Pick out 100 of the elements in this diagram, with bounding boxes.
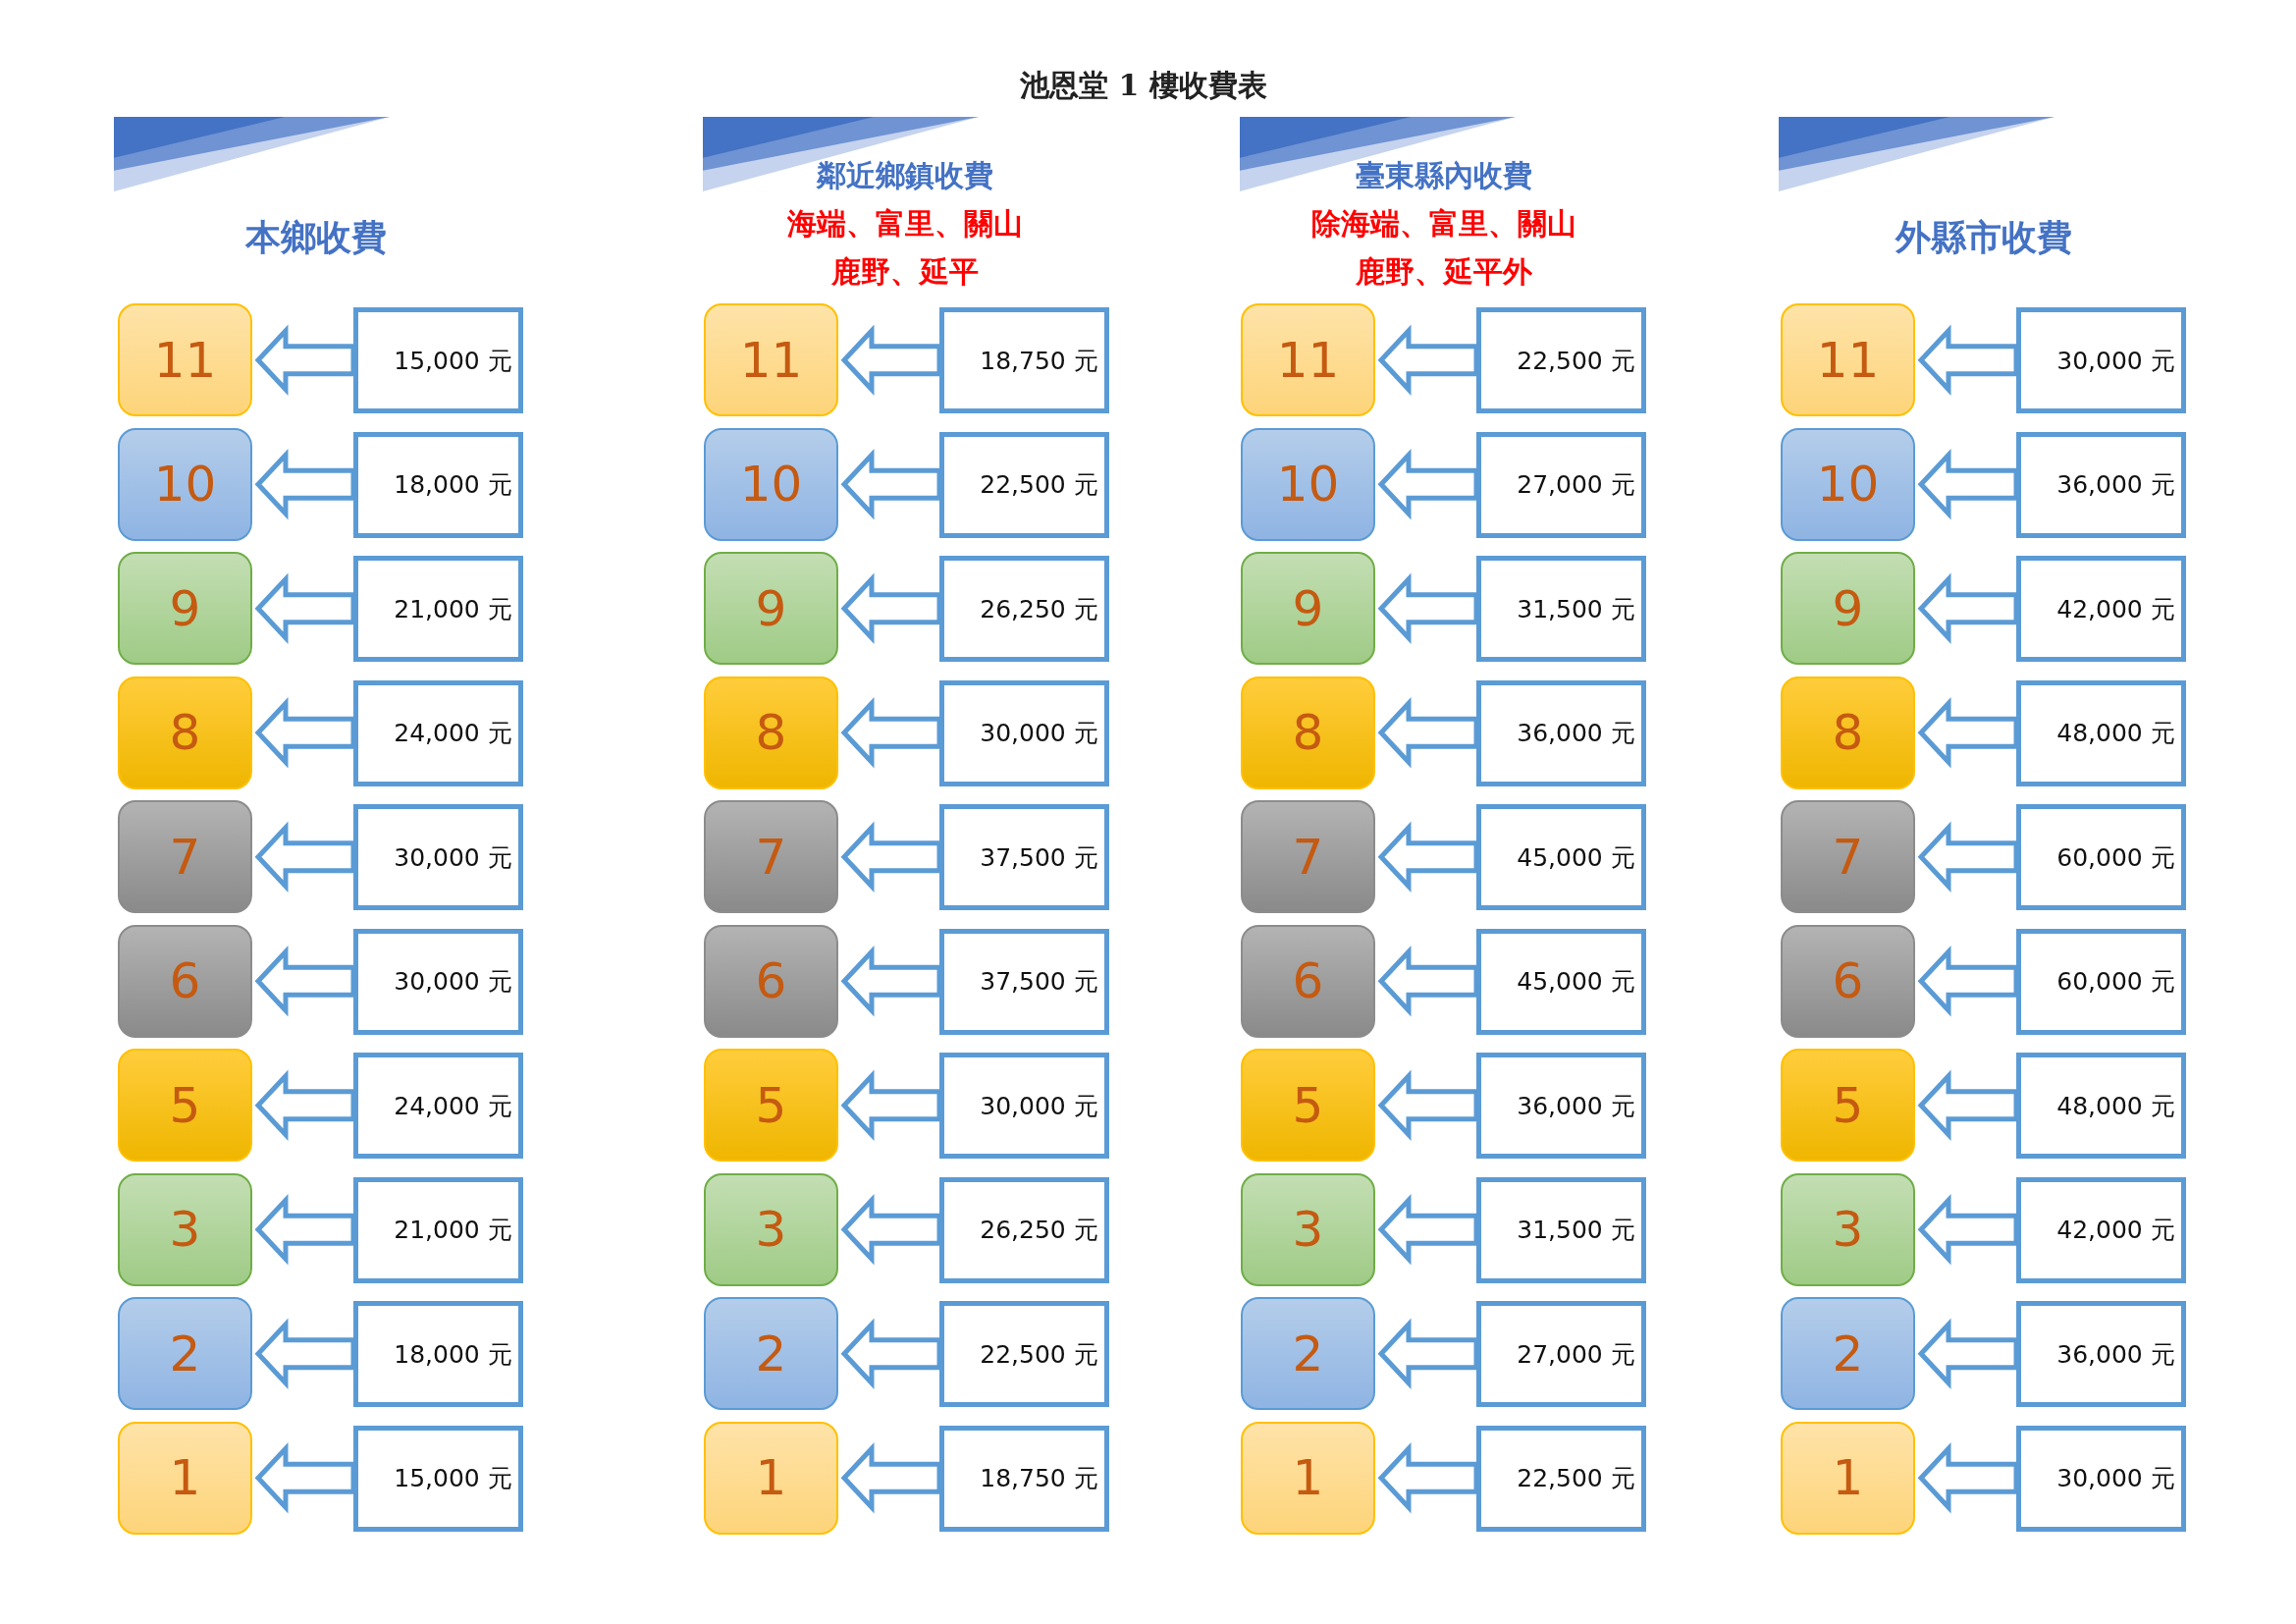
- floor-number: 8: [169, 704, 201, 761]
- price-text: 36,000 元: [2056, 469, 2175, 501]
- price-box: [1476, 928, 1646, 1035]
- price-text: 30,000 元: [980, 1090, 1098, 1122]
- floor-number: 6: [169, 952, 201, 1009]
- price-text: 18,000 元: [394, 469, 512, 501]
- price-box: [353, 431, 523, 538]
- title: 池恩堂 1 樓收費表: [1020, 66, 1267, 104]
- block-arrow: [840, 696, 942, 769]
- floor-number: 8: [1292, 704, 1324, 761]
- floor-box: [1781, 303, 1915, 416]
- floor-number: 11: [1816, 331, 1880, 389]
- block-arrow: [840, 821, 942, 893]
- floor-number: 9: [755, 579, 787, 637]
- floor-box: [1241, 303, 1375, 416]
- price-box: [2016, 1176, 2186, 1283]
- block-arrow: [1377, 448, 1479, 520]
- floor-number: 10: [1816, 456, 1880, 513]
- price-box: [353, 1301, 523, 1407]
- block-arrow: [1917, 1069, 2019, 1142]
- floor-number: 11: [1276, 331, 1340, 389]
- block-arrow: [840, 1441, 942, 1514]
- block-arrow: [254, 1069, 356, 1142]
- price-text: 18,000 元: [394, 1338, 512, 1371]
- price-box: [353, 928, 523, 1035]
- price-text: 48,000 元: [2056, 718, 2175, 749]
- floor-number: 7: [1832, 828, 1864, 886]
- price-box: [939, 307, 1109, 413]
- price-text: 22,500 元: [980, 469, 1098, 501]
- block-arrow: [1377, 324, 1479, 397]
- floor-number: 3: [1832, 1201, 1864, 1258]
- price-box: [2016, 679, 2186, 786]
- block-arrow: [840, 572, 942, 645]
- floor-box: [1781, 1049, 1915, 1162]
- floor-box: [1241, 924, 1375, 1038]
- floor-box: [1241, 1049, 1375, 1162]
- floor-number: 6: [1292, 952, 1324, 1009]
- block-arrow: [1377, 945, 1479, 1017]
- price-box: [2016, 1425, 2186, 1532]
- floor-box: [118, 1421, 252, 1535]
- floor-number: 1: [1832, 1449, 1864, 1506]
- area-list: 鹿野、延平: [831, 251, 979, 293]
- floor-number: 6: [1832, 952, 1864, 1009]
- block-arrow: [840, 945, 942, 1017]
- price-box: [2016, 1301, 2186, 1407]
- price-box: [2016, 431, 2186, 538]
- price-text: 18,750 元: [980, 1463, 1098, 1494]
- price-box: [1476, 804, 1646, 910]
- floor-number: 5: [1832, 1076, 1864, 1134]
- price-box: [2016, 307, 2186, 413]
- block-arrow: [1377, 821, 1479, 893]
- floor-box: [704, 924, 838, 1038]
- price-text: 15,000 元: [394, 345, 512, 377]
- floor-number: 1: [1292, 1449, 1324, 1506]
- floor-box: [1241, 1297, 1375, 1410]
- price-text: 30,000 元: [2056, 1463, 2175, 1494]
- area-list: 海端、富里、關山: [787, 203, 1023, 244]
- floor-number: 10: [739, 456, 803, 513]
- block-arrow: [254, 572, 356, 645]
- price-box: [939, 1425, 1109, 1532]
- floor-number: 7: [1292, 828, 1324, 886]
- floor-box: [704, 552, 838, 665]
- price-box: [939, 928, 1109, 1035]
- price-box: [939, 804, 1109, 910]
- price-text: 26,250 元: [980, 1215, 1098, 1246]
- floor-box: [118, 676, 252, 789]
- floor-number: 5: [169, 1076, 201, 1134]
- floor-box: [1781, 552, 1915, 665]
- block-arrow: [1917, 448, 2019, 520]
- block-arrow: [1917, 324, 2019, 397]
- price-text: 30,000 元: [394, 966, 512, 998]
- floor-number: 3: [1292, 1201, 1324, 1258]
- price-text: 22,500 元: [1517, 345, 1635, 377]
- floor-number: 2: [755, 1325, 787, 1382]
- price-box: [353, 1176, 523, 1283]
- floor-box: [1781, 1297, 1915, 1410]
- floor-box: [1781, 427, 1915, 541]
- price-box: [939, 1176, 1109, 1283]
- block-arrow: [1917, 945, 2019, 1017]
- floor-box: [1781, 800, 1915, 913]
- area-list: 鹿野、延平外: [1356, 251, 1532, 293]
- block-arrow: [1377, 1069, 1479, 1142]
- block-arrow: [254, 1441, 356, 1514]
- floor-box: [704, 1049, 838, 1162]
- block-arrow: [254, 324, 356, 397]
- block-arrow: [254, 1318, 356, 1390]
- block-arrow: [840, 448, 942, 520]
- price-box: [353, 804, 523, 910]
- floor-number: 8: [1832, 704, 1864, 761]
- floor-number: 9: [1832, 579, 1864, 637]
- floor-box: [118, 1172, 252, 1286]
- price-box: [1476, 431, 1646, 538]
- price-box: [939, 679, 1109, 786]
- floor-number: 9: [169, 579, 201, 637]
- block-arrow: [254, 821, 356, 893]
- price-box: [1476, 1053, 1646, 1159]
- price-text: 37,500 元: [980, 841, 1098, 874]
- block-arrow: [1377, 1318, 1479, 1390]
- price-text: 15,000 元: [394, 1463, 512, 1494]
- price-text: 24,000 元: [394, 718, 512, 749]
